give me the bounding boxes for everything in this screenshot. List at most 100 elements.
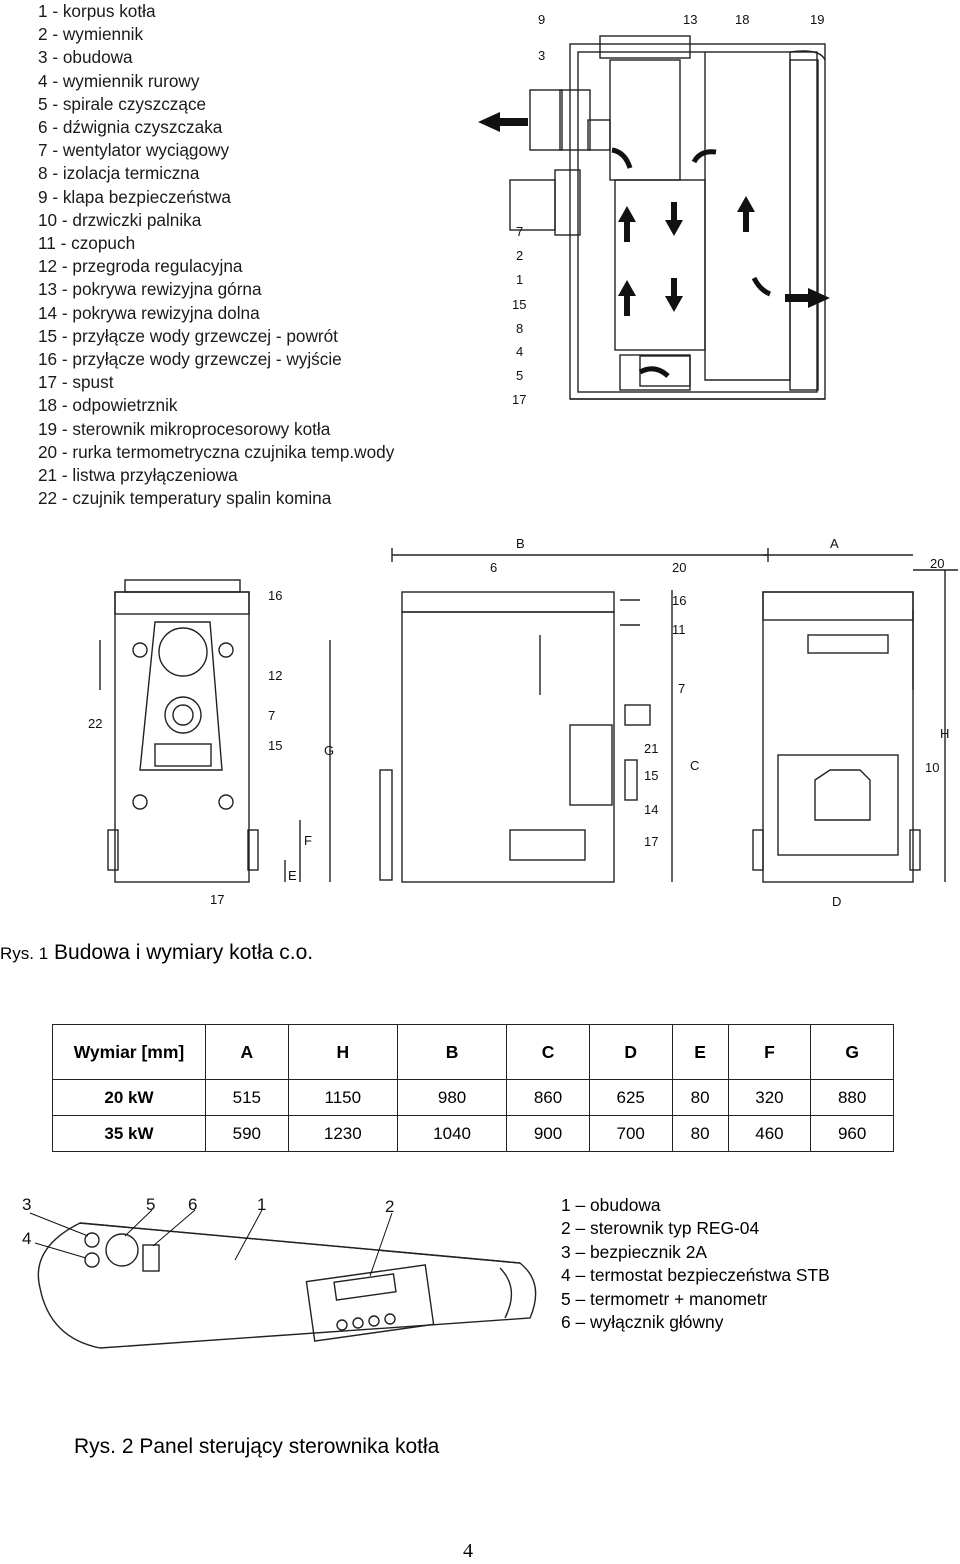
section-label-3: 3 [538, 48, 545, 63]
section-label-19: 19 [810, 12, 824, 27]
section-label-5: 5 [516, 368, 523, 383]
table-cell: 1040 [396, 1115, 508, 1152]
front-label-7: 7 [268, 708, 275, 723]
legend-item: 4 - wymiennik rurowy [38, 70, 200, 91]
panel-callout-4: 4 [22, 1229, 31, 1248]
panel-callout-6: 6 [188, 1195, 197, 1214]
table-cell: 900 [506, 1115, 590, 1152]
section-label-13: 13 [683, 12, 697, 27]
front-label-15: 15 [268, 738, 282, 753]
side-label-C: C [690, 758, 699, 773]
side-label-15: 15 [644, 768, 658, 783]
front-label-E: E [288, 868, 297, 883]
table-cell: 860 [506, 1079, 590, 1116]
legend-item: 1 - korpus kotła [38, 1, 156, 21]
side-label-16: 16 [672, 593, 686, 608]
side-label-B: B [516, 536, 525, 551]
legend-item: 19 - sterownik mikroprocesorowy kotła [38, 418, 331, 439]
rear-label-A: A [830, 536, 839, 551]
table-cell: 590 [205, 1115, 289, 1152]
section-label-9: 9 [538, 12, 545, 27]
table-cell: 80 [671, 1115, 729, 1152]
table-cell: 980 [396, 1079, 508, 1116]
legend-item: 16 - przyłącze wody grzewczej - wyjście [38, 349, 342, 370]
legend-item: 8 - izolacja termiczna [38, 163, 200, 184]
table-model-cell: 20 kW [52, 1079, 206, 1116]
table-header-cell: H [287, 1024, 398, 1080]
table-cell: 80 [671, 1079, 729, 1116]
table-header-cell: B [396, 1024, 508, 1080]
side-label-20: 20 [672, 560, 686, 575]
panel-legend-item: 4 – termostat bezpieczeństwa STB [561, 1265, 830, 1286]
legend-item: 6 - dźwignia czyszczaka [38, 117, 223, 138]
legend-item: 17 - spust [38, 372, 114, 393]
panel-legend-item: 2 – sterownik typ REG-04 [561, 1218, 760, 1239]
legend-item: 18 - odpowietrznik [38, 395, 178, 416]
table-header-cell: E [671, 1024, 729, 1080]
side-label-21: 21 [644, 741, 658, 756]
rear-label-10: 10 [925, 760, 939, 775]
table-cell: 515 [205, 1079, 289, 1116]
panel-callout-2: 2 [385, 1197, 394, 1216]
section-label-1: 1 [516, 272, 523, 287]
table-cell: 460 [727, 1115, 812, 1152]
side-label-14: 14 [644, 802, 658, 817]
table-cell: 1150 [287, 1079, 398, 1116]
section-label-8: 8 [516, 321, 523, 336]
figure-2-caption: Rys. 2 Panel sterujący sterownika kotła [74, 1435, 440, 1458]
table-cell: 1230 [287, 1115, 398, 1152]
section-label-2: 2 [516, 248, 523, 263]
legend-item: 15 - przyłącze wody grzewczej - powrót [38, 325, 338, 346]
front-label-16: 16 [268, 588, 282, 603]
table-cell: 625 [588, 1079, 673, 1116]
section-label-4: 4 [516, 344, 523, 359]
legend-item: 21 - listwa przyłączeniowa [38, 465, 238, 486]
rear-label-20: 20 [930, 556, 944, 571]
table-cell: 320 [727, 1079, 812, 1116]
front-label-12: 12 [268, 668, 282, 683]
legend-item: 7 - wentylator wyciągowy [38, 140, 230, 161]
table-cell: 700 [588, 1115, 673, 1152]
table-header-cell: A [205, 1024, 289, 1080]
boiler-views-drawing: 16 12 22 7 15 G F E 17 B 6 20 16 11 7 21… [88, 536, 958, 909]
panel-legend-item: 5 – termometr + manometr [561, 1288, 768, 1309]
side-label-11: 11 [672, 622, 686, 637]
legend-item: 11 - czopuch [38, 233, 136, 254]
legend-item: 22 - czujnik temperatury spalin komina [38, 488, 332, 509]
section-label-17: 17 [512, 392, 526, 407]
legend-item: 20 - rurka termometryczna czujnika temp.… [38, 441, 395, 462]
control-panel-drawing: 3 4 5 6 1 2 [22, 1195, 537, 1349]
panel-callout-5: 5 [146, 1195, 155, 1214]
legend-item: 5 - spirale czyszczące [38, 93, 207, 114]
section-label-7: 7 [516, 224, 523, 239]
table-header-cell: D [588, 1024, 673, 1080]
table-model-cell: 35 kW [52, 1115, 206, 1152]
section-label-15: 15 [512, 297, 526, 312]
table-header-label: Wymiar [mm] [52, 1024, 206, 1080]
legend-item: 10 - drzwiczki palnika [38, 209, 202, 230]
boiler-section-drawing: 9 13 18 19 3 7 2 1 15 8 4 5 17 [478, 12, 830, 407]
panel-legend-item: 3 – bezpiecznik 2A [561, 1241, 707, 1262]
front-label-22: 22 [88, 716, 102, 731]
panel-callout-3: 3 [22, 1195, 31, 1214]
rear-label-H: H [940, 726, 949, 741]
front-label-F: F [304, 833, 312, 848]
front-label-G: G [324, 743, 334, 758]
section-label-18: 18 [735, 12, 749, 27]
table-cell: 880 [810, 1079, 894, 1116]
table-header-cell: C [506, 1024, 590, 1080]
legend-item: 2 - wymiennik [38, 24, 144, 45]
legend-item: 9 - klapa bezpieczeństwa [38, 186, 231, 207]
table-header-cell: G [810, 1024, 894, 1080]
side-label-7: 7 [678, 681, 685, 696]
front-label-17: 17 [210, 892, 224, 907]
legend-item: 3 - obudowa [38, 47, 133, 68]
legend-item: 12 - przegroda regulacyjna [38, 256, 243, 277]
table-cell: 960 [810, 1115, 894, 1152]
panel-callout-1: 1 [257, 1195, 266, 1214]
panel-legend-item: 1 – obudowa [561, 1195, 661, 1215]
